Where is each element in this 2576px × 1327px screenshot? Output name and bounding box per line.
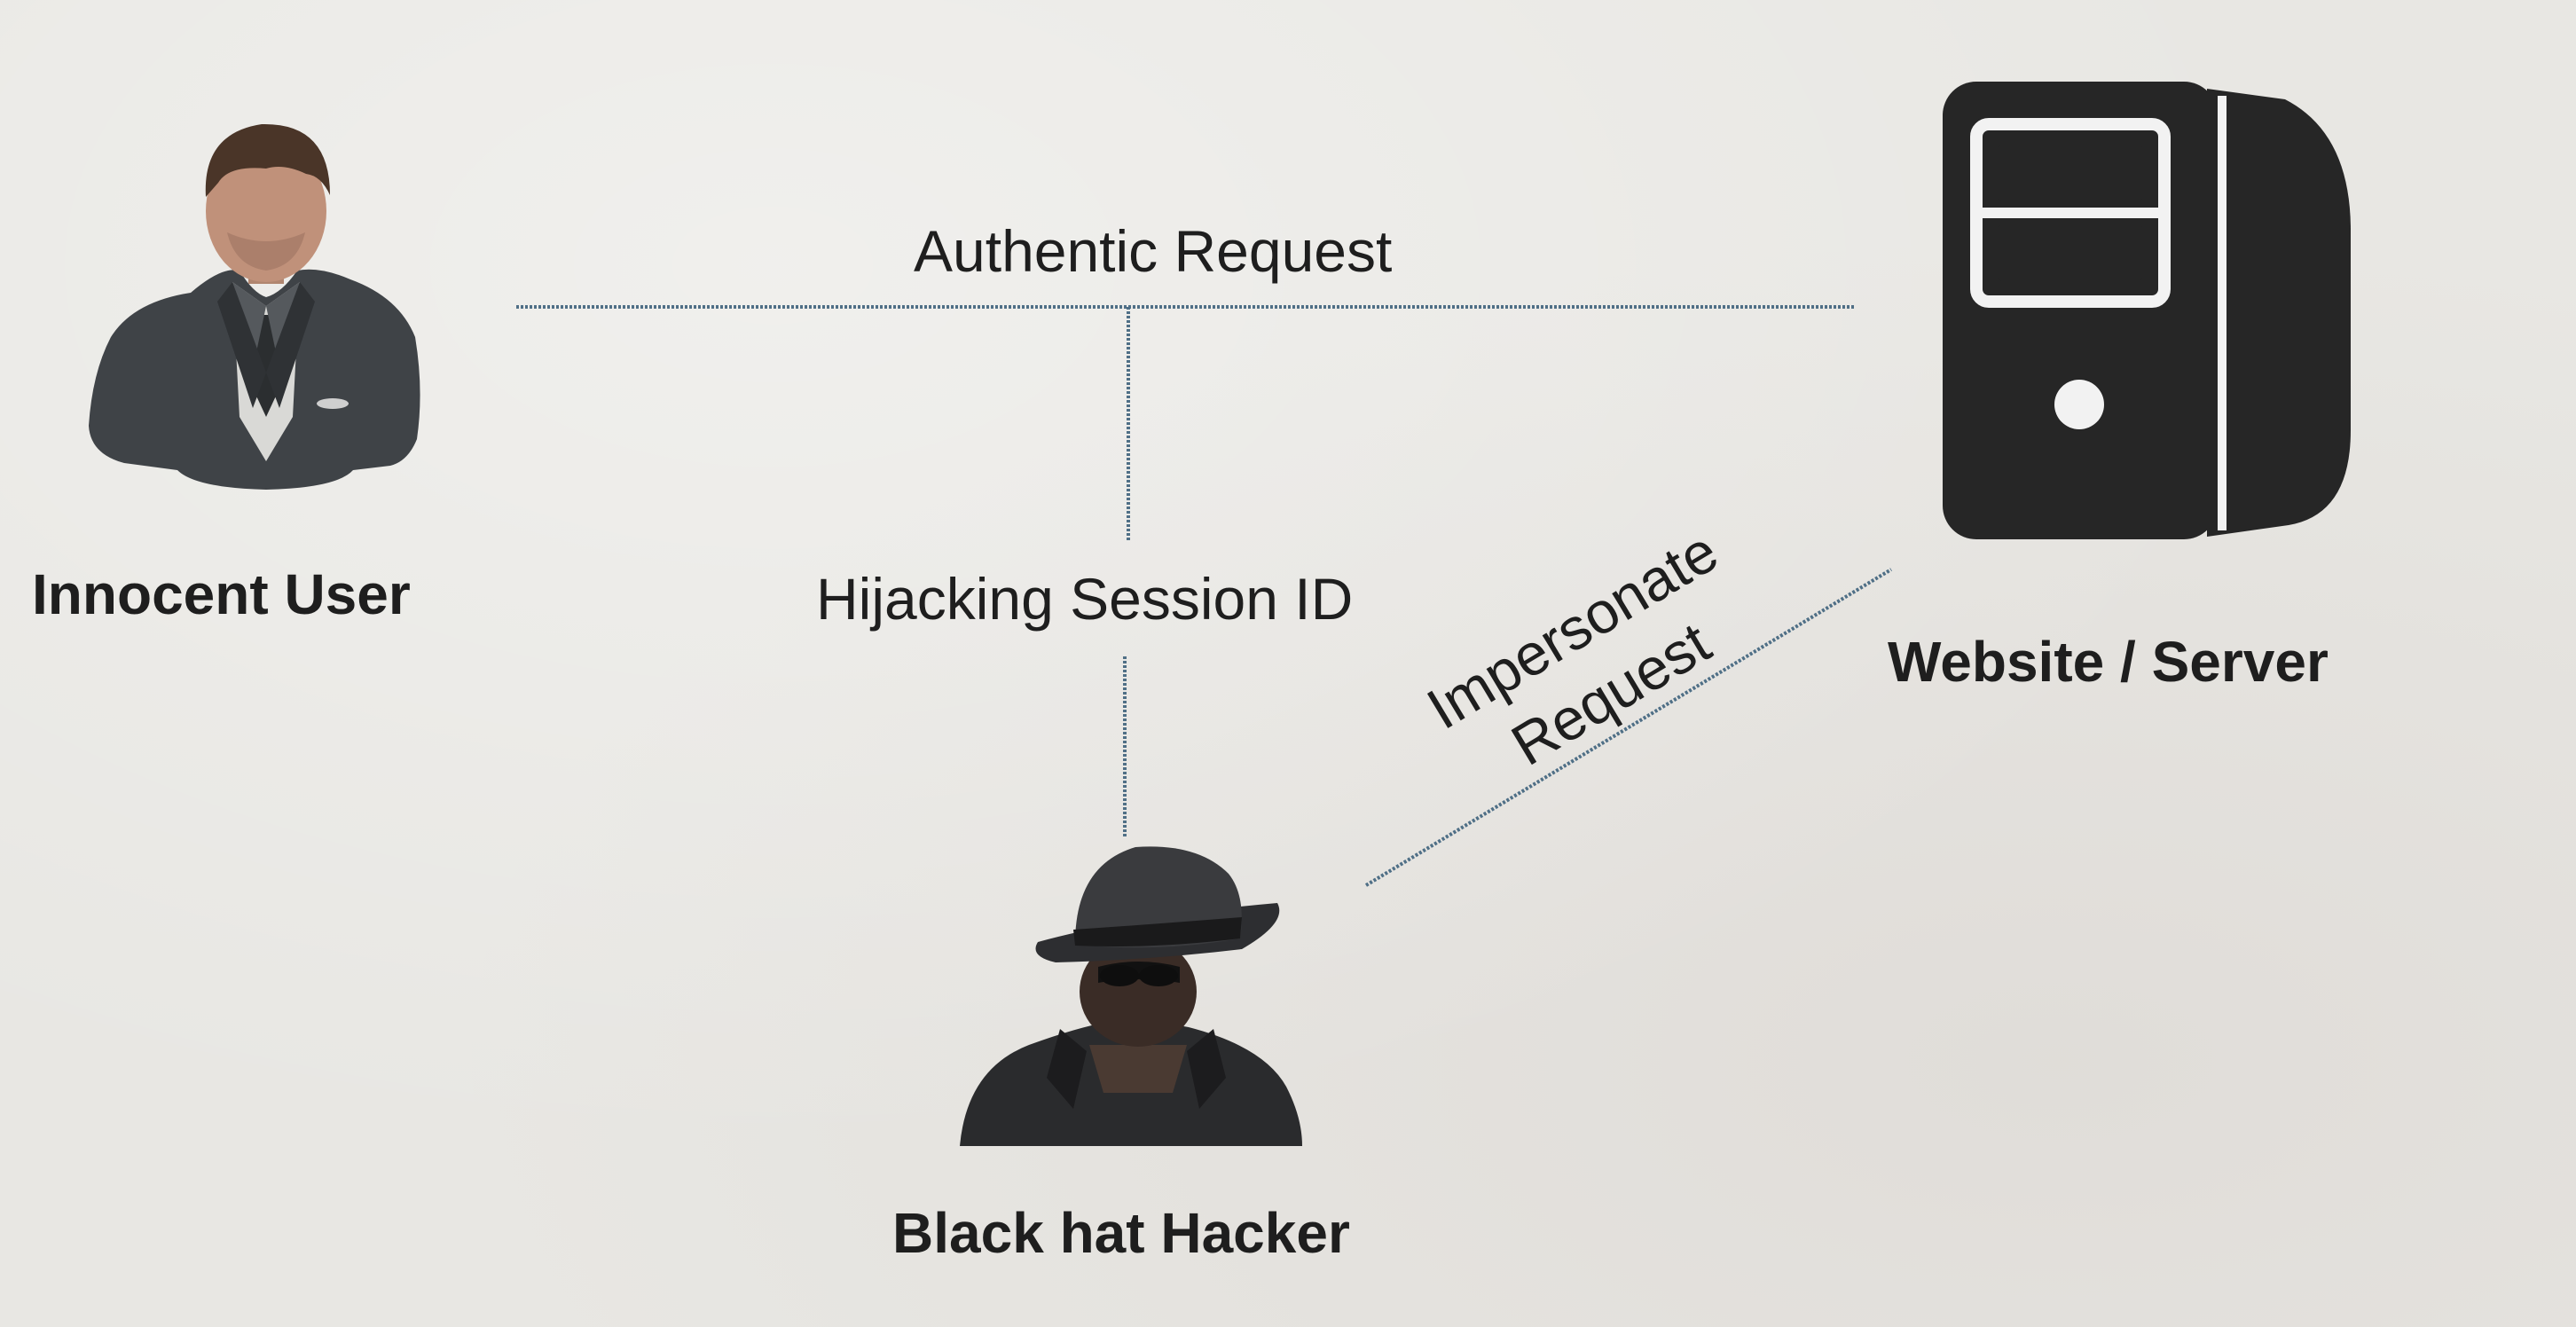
innocent-user-label: Innocent User — [32, 562, 411, 626]
businessman-icon — [89, 123, 420, 490]
authentic-request-label: Authentic Request — [914, 218, 1393, 284]
impersonate-request-line — [1364, 568, 1893, 887]
black-hat-hacker-label: Black hat Hacker — [892, 1201, 1350, 1265]
website-server-label: Website / Server — [1888, 630, 2329, 694]
server-tower-icon — [1943, 82, 2351, 539]
hacker-icon — [960, 846, 1302, 1146]
hijacking-session-id-label: Hijacking Session ID — [816, 566, 1354, 632]
